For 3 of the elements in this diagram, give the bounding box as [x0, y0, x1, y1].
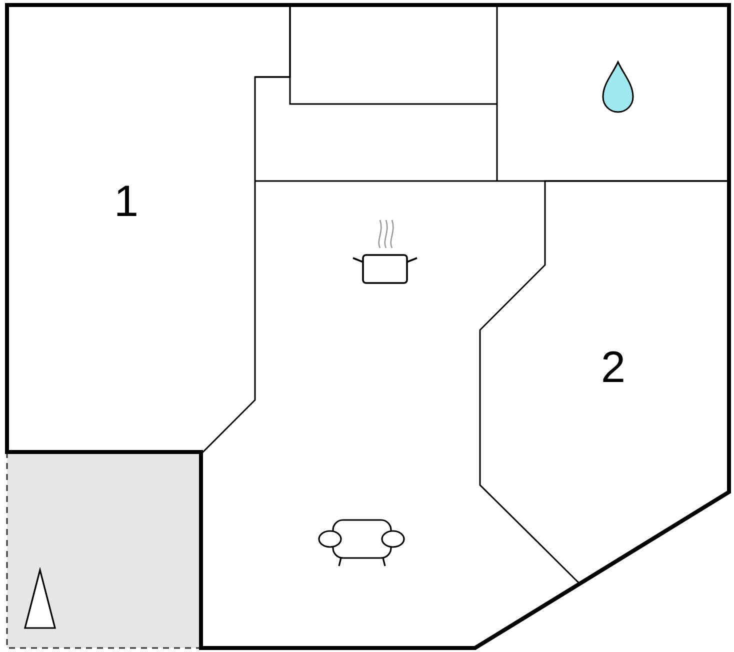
room-number: 1 [114, 180, 138, 224]
room [480, 181, 729, 584]
room-number: 2 [601, 346, 626, 390]
